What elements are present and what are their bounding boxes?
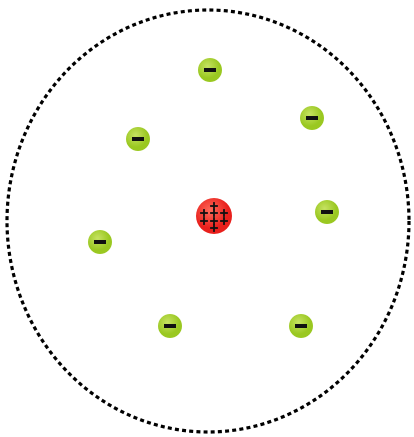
electrons	[88, 58, 339, 338]
electron	[126, 127, 150, 151]
electron	[300, 106, 324, 130]
electron	[198, 58, 222, 82]
electron	[289, 314, 313, 338]
electron	[315, 200, 339, 224]
electron	[158, 314, 182, 338]
electron	[88, 230, 112, 254]
nucleus	[196, 198, 232, 234]
